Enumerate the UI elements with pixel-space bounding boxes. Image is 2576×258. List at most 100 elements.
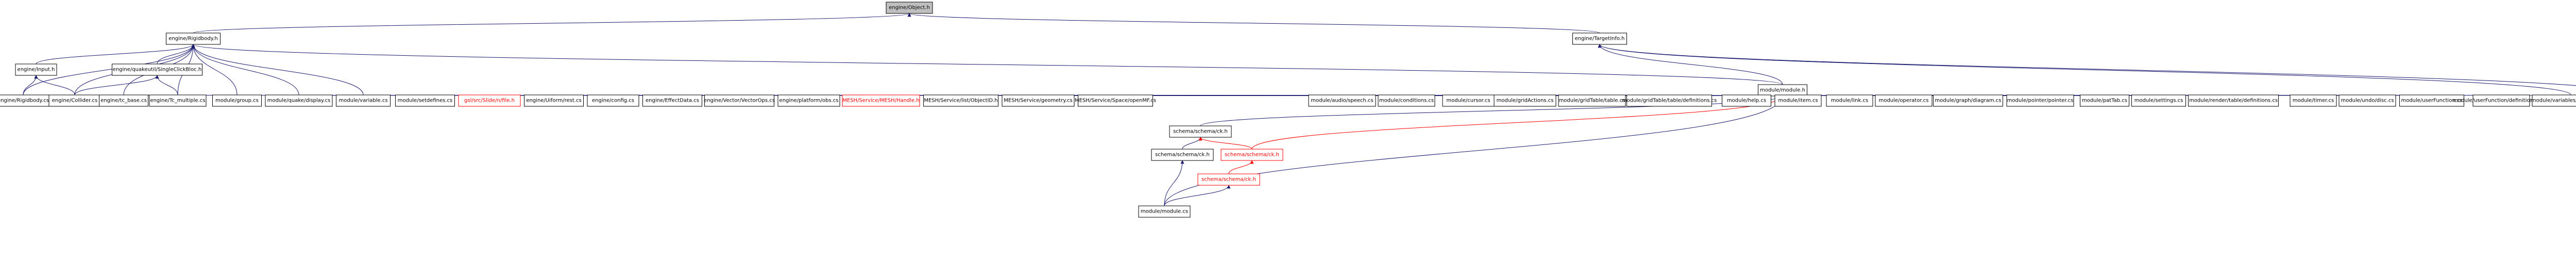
edge-tc_multi-to-singleclick (155, 75, 178, 95)
edge-module_cs-to-schema_sub (1164, 160, 1184, 206)
graph-node-conditions[interactable]: module/conditions.cs (1378, 94, 1435, 107)
graph-node-setdefines[interactable]: module/setdefines.cs (395, 94, 455, 107)
node-label: module/cursor.cs (1446, 98, 1490, 104)
graph-node-item-cs[interactable]: module/item.cs (1774, 94, 1822, 107)
node-box (1138, 205, 1191, 218)
graph-node-template[interactable]: module/variables/values/list.cs (2531, 94, 2576, 107)
graph-node-targetinfo[interactable]: engine/TargetInfo.h (1572, 33, 1627, 45)
graph-node-gridactions[interactable]: module/gridActions.cs (1494, 94, 1556, 107)
node-box (166, 33, 221, 45)
graph-node-render-cs[interactable]: module/render/table/definitions.cs (2188, 94, 2279, 107)
graph-node-display-cs[interactable]: module/quake/display.cs (265, 94, 333, 107)
graph-node-pointer-cs[interactable]: module/pointer/pointer.cs (2006, 94, 2074, 107)
edge-tc_cs-to-rigidbody (23, 44, 195, 95)
node-label: engine/TargetInfo.h (1575, 36, 1625, 42)
graph-node-help-cs[interactable]: module/help.cs (1722, 94, 1771, 107)
node-box (1826, 94, 1873, 107)
graph-node-timer-cs[interactable]: module/timer.cs (2290, 94, 2337, 107)
node-label: engine/Rigidbody.h (168, 36, 218, 42)
graph-node-variable-cs[interactable]: module/variable.cs (336, 94, 391, 107)
graph-node-link-cs[interactable]: module/link.cs (1826, 94, 1873, 107)
edge-trigger_cs-to-singleclick (74, 75, 159, 95)
node-box (458, 94, 521, 107)
graph-node-grid-tabledef[interactable]: module/gridTable/table/definitions.cs (1622, 94, 1717, 107)
node-label: module/help.cs (1727, 98, 1766, 104)
graph-node-module[interactable]: module/module.h (1758, 84, 1807, 96)
graph-node-mesh-b[interactable]: MESH/Service/list/ObjectID.h (923, 94, 998, 107)
graph-node-group-cs[interactable]: module/group.cs (212, 94, 262, 107)
graph-node-tc-multi[interactable]: engine/Tc_multiple.cs (149, 94, 207, 107)
graph-node-vectormath[interactable]: engine/Vector/VectorOps.cs (704, 94, 775, 107)
node-box (777, 94, 840, 107)
node-box (2006, 94, 2074, 107)
node-box (587, 94, 639, 107)
node-box (1875, 94, 1933, 107)
edge-module-to-rigidbody (192, 44, 1783, 85)
edge-module_cs-to-schema_red2 (1164, 185, 1231, 206)
node-label: engine/quakeutil/SingleClickBloc.h (113, 67, 201, 73)
graph-node-operator-cs[interactable]: module/operator.cs (1875, 94, 1933, 107)
graph-node-gsl-dir[interactable]: gsl/src/Slide/n/file.h (458, 94, 521, 107)
node-box (1197, 173, 1260, 186)
graph-node-mesh-c[interactable]: MESH/Service/geometry.cs (1002, 94, 1075, 107)
graph-node-tc-base[interactable]: engine/tc_base.cs (99, 94, 148, 107)
graph-node-schema-sub[interactable]: schema/schema/ck.h (1151, 149, 1214, 161)
node-label: module/group.cs (215, 98, 259, 104)
node-label: module/module.cs (1141, 209, 1188, 215)
edge-trigger_cs-to-input (34, 75, 75, 95)
graph-node-schema-red2[interactable]: schema/schema/ck.h (1197, 173, 1260, 186)
graph-node-pattab-cs[interactable]: module/patTab.cs (2080, 94, 2129, 107)
edge-display_cs-to-rigidbody (191, 44, 299, 95)
node-label: engine/Input.h (18, 67, 55, 73)
node-label: engine/Uiform/rest.cs (526, 98, 581, 104)
node-box (265, 94, 333, 107)
node-box (1151, 149, 1214, 161)
node-label: module/module.h (1760, 88, 1805, 93)
node-box (2532, 94, 2576, 107)
graph-node-rigidbody[interactable]: engine/Rigidbody.h (166, 33, 221, 45)
graph-node-grid-table[interactable]: module/gridTable/table.cs (1558, 94, 1626, 107)
edge-template-to-targetinfo (1598, 44, 2571, 95)
graph-node-mesh-d[interactable]: MESH/Service/Space/openMF.cs (1075, 94, 1156, 107)
node-box (1626, 94, 1712, 107)
edge-module-to-targetinfo (1598, 44, 1783, 85)
graph-node-undo-cs[interactable]: module/undo/disc.cs (2338, 94, 2396, 107)
node-label: schema/schema/ck.h (1225, 152, 1279, 158)
node-box (212, 94, 262, 107)
graph-node-effectdata[interactable]: engine/EffectData.cs (642, 94, 702, 107)
graph-node-trigger-cs[interactable]: engine/Collider.cs (48, 94, 101, 107)
graph-node-mesh-red[interactable]: MESH/Service/MESH/Handle.h (842, 94, 920, 107)
node-label: MESH/Service/geometry.cs (1004, 98, 1072, 104)
graph-node-object[interactable]: engine/Object.h (886, 2, 933, 14)
node-label: schema/schema/ck.h (1201, 177, 1256, 183)
graph-node-singleclick[interactable]: engine/quakeutil/SingleClickBloc.h (112, 63, 202, 76)
edge-group_cs-to-rigidbody (191, 44, 238, 95)
node-label: MESH/Service/Space/openMF.cs (1075, 98, 1156, 104)
node-box (1308, 94, 1376, 107)
graph-node-uiform[interactable]: engine/Uiform/rest.cs (524, 94, 584, 107)
graph-node-platformobs[interactable]: engine/platform/obs.cs (777, 94, 840, 107)
graph-node-config[interactable]: engine/config.cs (587, 94, 639, 107)
node-label: module/gridActions.cs (1497, 98, 1554, 104)
nodes-layer: engine/Object.h engine/Rigidbody.h engine/… (0, 2, 2576, 218)
graph-node-tc-cs[interactable]: engine/Rigidbody.cs (0, 94, 50, 107)
node-box (2338, 94, 2396, 107)
graph-node-audio-cs[interactable]: module/audio/speech.cs (1308, 94, 1376, 107)
graph-node-userfn-h[interactable]: module/userFunction/definition/list.cs (2453, 94, 2550, 107)
node-box (1002, 94, 1075, 107)
graph-node-settings-cs[interactable]: module/settings.cs (2131, 94, 2186, 107)
node-label: module/graph/diagram.cs (1935, 98, 2002, 104)
node-box (1933, 94, 2003, 107)
node-label: module/variable.cs (338, 98, 387, 104)
graph-node-schema-red[interactable]: schema/schema/ck.h (1221, 149, 1283, 161)
graph-node-graph-diag[interactable]: module/graph/diagram.cs (1933, 94, 2003, 107)
graph-node-userfn-cs[interactable]: module/userFunction.cs (2399, 94, 2464, 107)
graph-node-module-cs[interactable]: module/module.cs (1138, 205, 1191, 218)
node-box (704, 94, 774, 107)
graph-node-input[interactable]: engine/Input.h (15, 63, 57, 76)
node-label: module/conditions.cs (1379, 98, 1434, 104)
graph-node-schema-h[interactable]: schema/schema/ck.h (1169, 125, 1232, 138)
graph-node-cursor-cs[interactable]: module/cursor.cs (1442, 94, 1495, 107)
node-label: module/setdefines.cs (398, 98, 453, 104)
